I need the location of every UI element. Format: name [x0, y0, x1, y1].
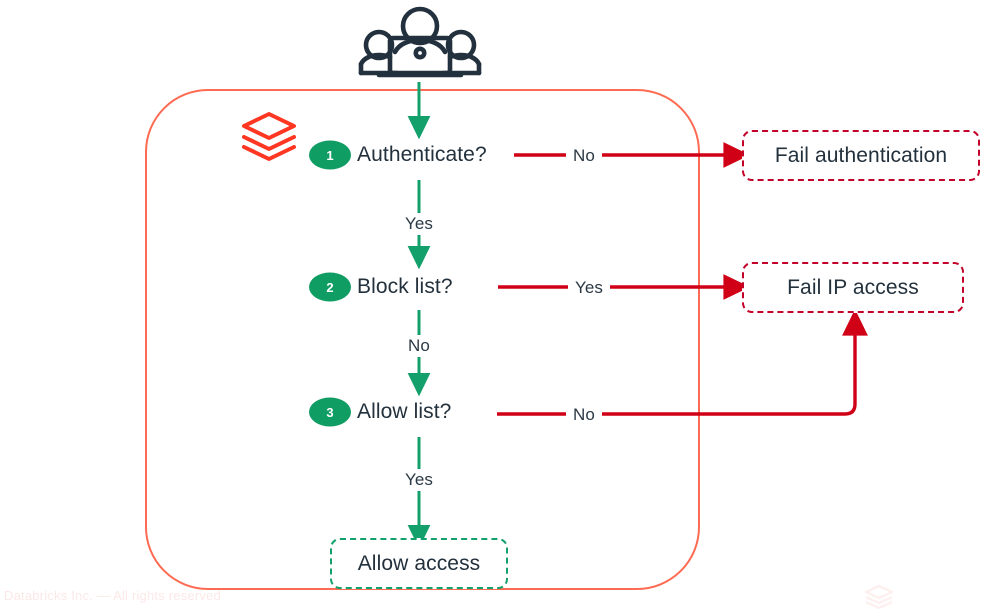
terminal-fail-ip-access: Fail IP access	[742, 262, 964, 313]
edge-label-step2-no: No	[401, 335, 437, 357]
terminal-allow-access: Allow access	[330, 538, 508, 589]
workspace-container-outline	[145, 89, 700, 590]
step-badge-1: 1	[309, 140, 351, 170]
step-label-block-list: Block list?	[357, 275, 453, 298]
edge-label-step2-yes: Yes	[568, 277, 611, 299]
step-badge-3: 3	[309, 397, 351, 427]
terminal-fail-authentication: Fail authentication	[742, 130, 980, 181]
step-badge-1-number: 1	[326, 148, 333, 163]
terminal-allow-access-label: Allow access	[357, 551, 481, 575]
edge-label-step3-yes: Yes	[398, 469, 441, 491]
databricks-logo-icon	[242, 112, 296, 161]
step-label-authenticate: Authenticate?	[357, 143, 487, 166]
edge-label-step1-no: No	[566, 145, 602, 167]
users-at-laptop-icon	[358, 6, 482, 78]
edge-step3-no-to-fail-ip-access	[497, 309, 868, 416]
terminal-fail-authentication-label: Fail authentication	[774, 143, 948, 167]
databricks-logo-watermark-icon	[864, 584, 894, 609]
edge-label-step1-yes: Yes	[398, 213, 441, 235]
step-label-allow-list: Allow list?	[357, 400, 452, 423]
step-badge-2: 2	[309, 272, 351, 302]
edge-label-step3-no: No	[566, 404, 602, 426]
footer-copyright-note: Databricks Inc. — All rights reserved	[4, 588, 221, 603]
terminal-fail-ip-access-label: Fail IP access	[787, 275, 919, 299]
step-badge-3-number: 3	[326, 405, 333, 420]
step-badge-2-number: 2	[326, 280, 333, 295]
